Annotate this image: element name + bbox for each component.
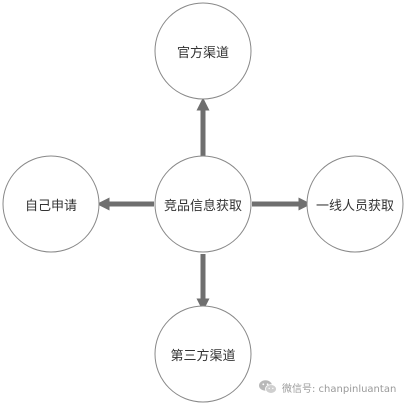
- node-top-circle: [154, 2, 252, 100]
- wechat-icon: [259, 380, 277, 394]
- node-left-circle: [2, 155, 100, 253]
- node-center-circle: [154, 155, 252, 253]
- watermark-text: 微信号: chanpinluantan: [282, 383, 397, 395]
- watermark: 微信号: chanpinluantan: [258, 378, 396, 396]
- node-right-circle: [306, 155, 404, 253]
- node-bottom-circle: [154, 305, 252, 403]
